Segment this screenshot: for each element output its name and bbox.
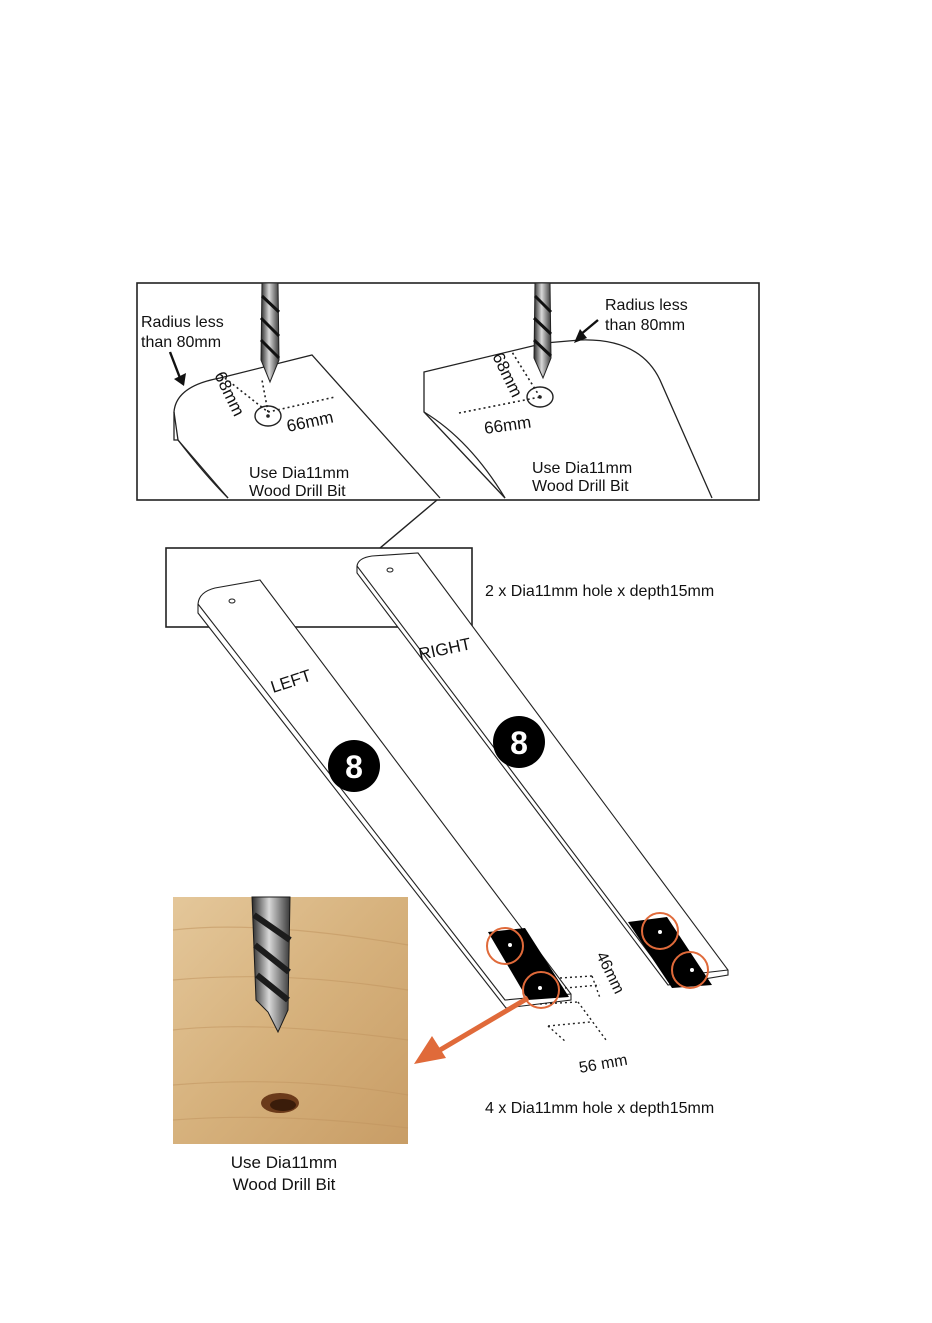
- detail-leader-line: [380, 500, 437, 548]
- left-part-number: 8: [345, 749, 363, 785]
- detail-left-drill-line2: Wood Drill Bit: [249, 483, 346, 500]
- dim-46mm: 46mm: [592, 949, 627, 996]
- photo-caption-line1: Use Dia11mm: [231, 1153, 337, 1172]
- right-part-number: 8: [510, 725, 528, 761]
- drill-photo: [173, 897, 408, 1144]
- detail-right-drill-line1: Use Dia11mm: [532, 460, 632, 477]
- detail-left-radius-line1: Radius less: [141, 314, 224, 331]
- detail-left-radius-line2: than 80mm: [141, 334, 221, 351]
- detail-left-drill-line1: Use Dia11mm: [249, 465, 349, 482]
- top-hole-callout: 2 x Dia11mm hole x depth15mm: [485, 583, 714, 600]
- detail-right-radius-line2: than 80mm: [605, 317, 685, 334]
- bottom-hole-callout: 4 x Dia11mm hole x depth15mm: [485, 1100, 714, 1117]
- photo-caption-line2: Wood Drill Bit: [233, 1175, 336, 1194]
- detail-right-drill-line2: Wood Drill Bit: [532, 478, 629, 495]
- detail-left-drill-bit: [261, 283, 279, 382]
- detail-right-drill-bit: [534, 283, 551, 378]
- detail-right-radius-line1: Radius less: [605, 297, 688, 314]
- right-board: [357, 553, 728, 985]
- dim-56mm: 56 mm: [578, 1052, 629, 1077]
- orange-arrow: [414, 998, 528, 1064]
